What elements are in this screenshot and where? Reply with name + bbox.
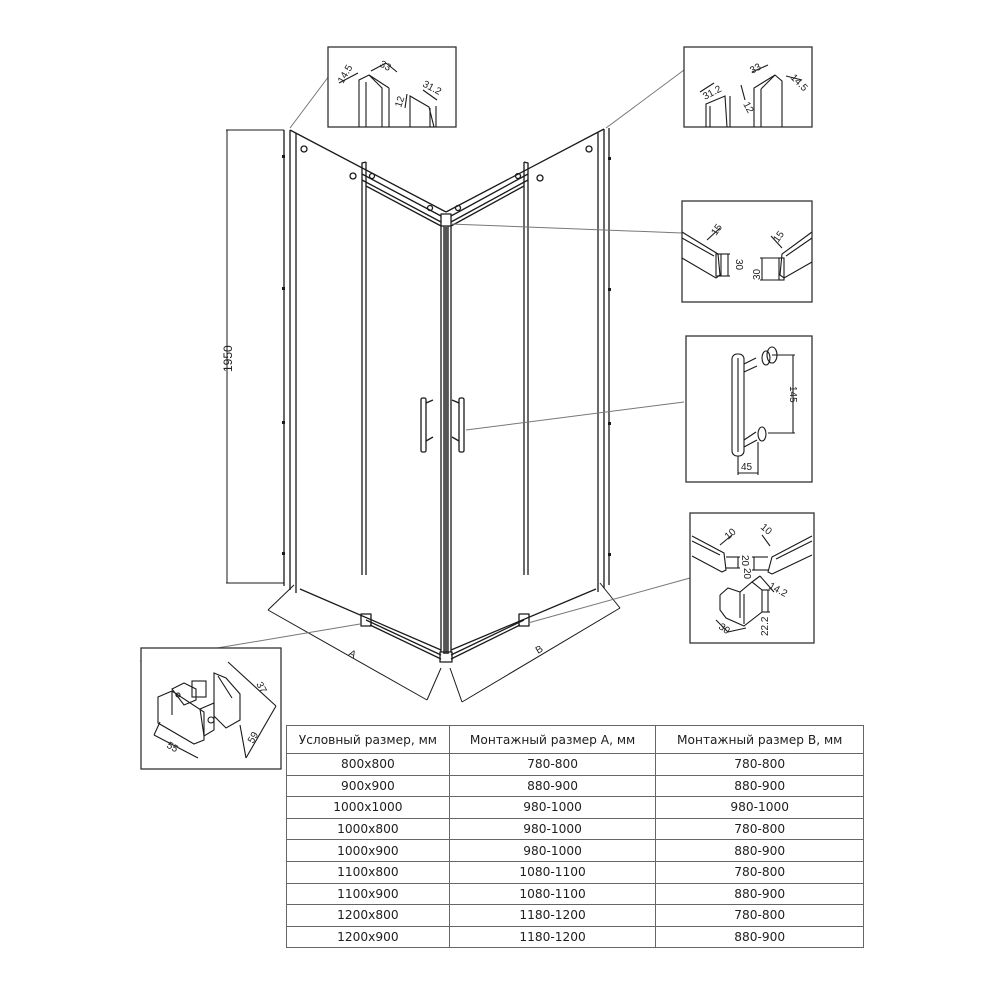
table-header-row: Условный размер, мм Монтажный размер A, … bbox=[286, 725, 864, 754]
cell-size-a: 980-1000 bbox=[448, 817, 657, 841]
callout-door-handle: 145 45 bbox=[685, 335, 813, 483]
cell-size-b: 880-900 bbox=[655, 839, 864, 862]
cell-size-b: 880-900 bbox=[655, 774, 864, 798]
cell-size-a: 1180-1200 bbox=[448, 925, 657, 949]
cell-nominal: 1200x900 bbox=[286, 925, 450, 949]
dim-33: 33 bbox=[378, 59, 393, 74]
side-b-label: B bbox=[534, 644, 546, 657]
size-table: Условный размер, мм Монтажный размер A, … bbox=[286, 725, 864, 949]
cell-size-b: 880-900 bbox=[655, 882, 864, 906]
dim-55: 55 bbox=[165, 740, 181, 755]
door-handles bbox=[420, 397, 465, 453]
cell-size-a: 780-800 bbox=[448, 753, 657, 776]
dim-37: 37 bbox=[253, 680, 268, 695]
cell-nominal: 1100x800 bbox=[286, 860, 450, 884]
callout-corner-rail-joint: 15 30 15 30 bbox=[681, 200, 813, 303]
callout-bottom-corner-joint: 10 20 10 20 14.2 30 22.2 bbox=[689, 512, 815, 644]
dim-12: 12 bbox=[740, 100, 755, 115]
cell-size-a: 980-1000 bbox=[448, 839, 657, 862]
cell-nominal: 1000x800 bbox=[286, 817, 450, 841]
height-dimension bbox=[226, 129, 284, 584]
cell-nominal: 1200x800 bbox=[286, 904, 450, 927]
header-nominal-size: Условный размер, мм bbox=[286, 725, 450, 754]
cell-size-a: 1180-1200 bbox=[448, 904, 657, 927]
shower-enclosure bbox=[282, 128, 611, 663]
height-label: 1950 bbox=[221, 345, 235, 372]
header-mounting-size-a: Монтажный размер A, мм bbox=[448, 725, 657, 754]
dim-12: 12 bbox=[393, 95, 407, 109]
cell-nominal: 1100x900 bbox=[286, 882, 450, 906]
dim-59: 59 bbox=[246, 730, 261, 746]
cell-nominal: 800x800 bbox=[286, 753, 450, 776]
callout-roller-bracket: 37 55 59 bbox=[140, 647, 282, 770]
cell-size-a: 980-1000 bbox=[448, 796, 657, 819]
dim-20-right: 20 bbox=[741, 568, 752, 580]
cell-size-a: 1080-1100 bbox=[448, 860, 657, 884]
cell-size-a: 1080-1100 bbox=[448, 882, 657, 906]
callout-top-right-profile: 31.2 33 14.5 12 bbox=[683, 46, 813, 128]
width-dimensions bbox=[267, 582, 621, 703]
cell-nominal: 1000x900 bbox=[286, 839, 450, 862]
side-a-label: A bbox=[347, 648, 358, 661]
dim-30-right: 30 bbox=[752, 268, 763, 280]
dim-30-left: 30 bbox=[733, 259, 744, 271]
cell-nominal: 1000x1000 bbox=[286, 796, 450, 819]
cell-size-b: 780-800 bbox=[655, 904, 864, 927]
dim-33: 33 bbox=[748, 62, 763, 77]
dim-20-left: 20 bbox=[739, 555, 750, 567]
cell-size-a: 880-900 bbox=[448, 774, 657, 798]
dim-145: 145 bbox=[787, 386, 798, 403]
dim-45: 45 bbox=[741, 462, 753, 473]
cell-nominal: 900x900 bbox=[286, 774, 450, 798]
dim-22-2: 22.2 bbox=[760, 616, 771, 636]
cell-size-b: 780-800 bbox=[655, 753, 864, 776]
cell-size-b: 780-800 bbox=[655, 860, 864, 884]
cell-size-b: 980-1000 bbox=[655, 796, 864, 819]
cell-size-b: 880-900 bbox=[655, 925, 864, 949]
header-mounting-size-b: Монтажный размер B, мм bbox=[655, 725, 864, 754]
callout-top-left-profile: 14.5 33 12 31.2 bbox=[327, 46, 457, 128]
cell-size-b: 780-800 bbox=[655, 817, 864, 841]
